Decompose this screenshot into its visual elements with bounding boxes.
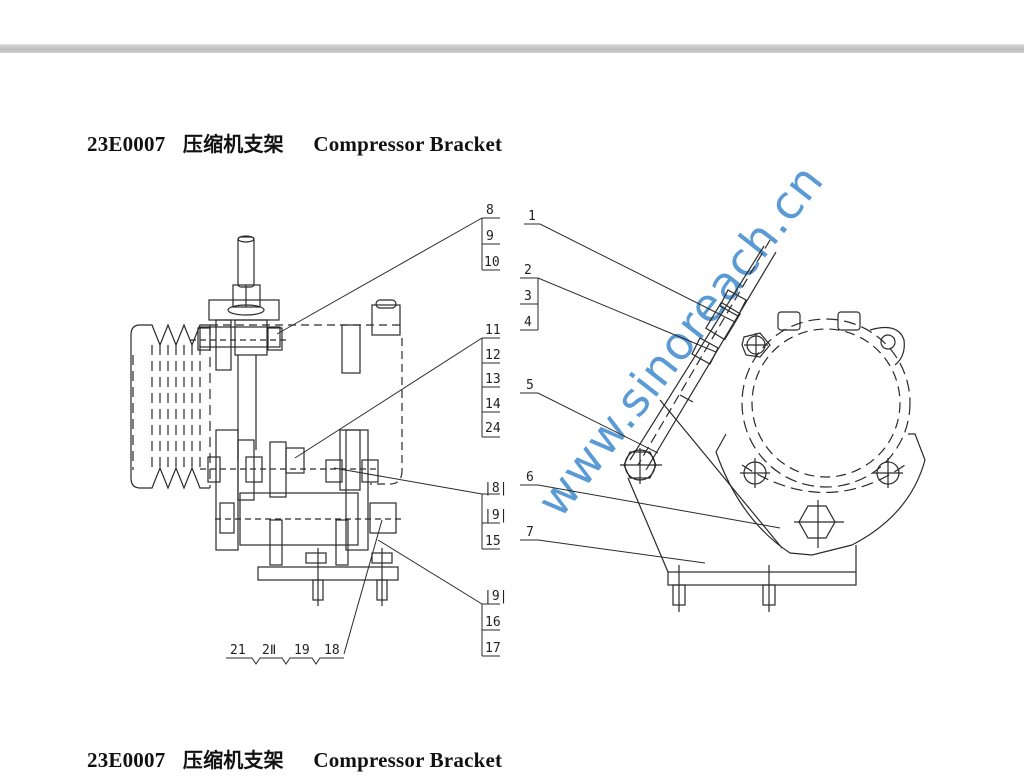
left-view <box>130 217 483 665</box>
footer-title: 23E0007 压缩机支架 Compressor Bracket <box>87 744 502 773</box>
pulley <box>130 323 211 490</box>
side-plate-left <box>215 429 239 551</box>
callout-18: 18 <box>324 643 340 658</box>
page-title: 23E0007 压缩机支架 Compressor Bracket <box>87 128 502 157</box>
watermark: www.sinoreach.cn <box>526 154 834 527</box>
callout-21: 21 <box>230 643 246 658</box>
fitting <box>371 304 401 336</box>
callout-19: 19 <box>294 643 310 658</box>
compressor-outline <box>210 324 403 485</box>
part-code: 23E0007 <box>87 132 166 156</box>
callout-1: 1 <box>528 209 536 224</box>
compressor-body <box>741 311 911 488</box>
callout-19a: |9| <box>484 508 507 523</box>
callout-14: 14 <box>485 397 501 412</box>
base-plate <box>257 566 399 581</box>
callout-7: 7 <box>526 525 534 540</box>
title-chinese: 压缩机支架 <box>182 132 284 156</box>
callout-9: 9 <box>486 229 494 244</box>
callout-15: 15 <box>485 534 501 549</box>
callout-18a: |8| <box>484 481 507 496</box>
bracket-plate <box>715 433 926 556</box>
callout-24: 24 <box>485 421 501 436</box>
leaders-right <box>520 223 781 564</box>
callout-10: 10 <box>484 255 500 270</box>
footer-part-code: 23E0007 <box>87 748 166 772</box>
callout-labels: 8 9 10 11 12 13 14 24 |8| |9| 15 |9| 16 … <box>230 203 536 658</box>
adjust-rod <box>237 236 255 288</box>
footer-title-chinese: 压缩机支架 <box>182 748 284 772</box>
callout-3: 3 <box>524 289 532 304</box>
callout-8: 8 <box>486 203 494 218</box>
right-view <box>520 223 926 612</box>
callout-11: 11 <box>485 323 501 338</box>
callout-19b: |9| <box>484 589 507 604</box>
callout-2: 2 <box>524 263 532 278</box>
callout-13: 13 <box>485 372 501 387</box>
right-base <box>627 399 857 612</box>
callout-20: 2Ⅱ <box>262 643 276 658</box>
footer-title-english: Compressor Bracket <box>313 748 503 772</box>
callout-ladders-left <box>481 217 500 657</box>
callout-6: 6 <box>526 470 534 485</box>
callout-17: 17 <box>485 641 501 656</box>
leaders-left <box>226 217 483 665</box>
header-divider <box>0 44 1024 53</box>
eye-bolt <box>620 448 662 484</box>
callout-4: 4 <box>524 315 532 330</box>
title-english: Compressor Bracket <box>313 132 503 156</box>
callout-12: 12 <box>485 348 501 363</box>
callout-16: 16 <box>485 615 501 630</box>
tension-rod <box>629 239 777 471</box>
callout-5: 5 <box>526 378 534 393</box>
